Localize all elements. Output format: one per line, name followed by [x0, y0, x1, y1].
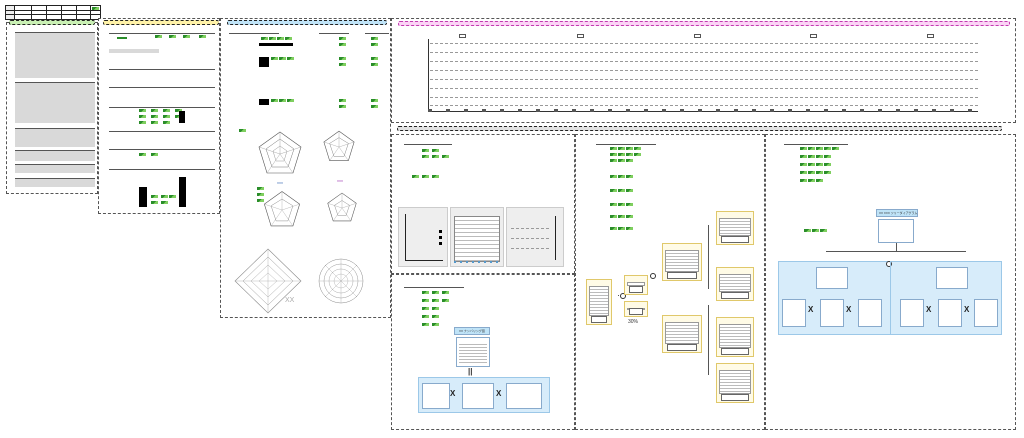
- panel-pink-timeline: [391, 18, 1016, 123]
- flow-title-2: XX XXX ツリーダイアグラム: [879, 211, 918, 215]
- flow-card-icon: [462, 383, 494, 409]
- cross-sign: X: [496, 389, 502, 398]
- tree-diagram-icon: [878, 219, 914, 243]
- flow-title-1: XX ナンバリング図: [459, 329, 485, 333]
- flow-card-icon: [816, 267, 848, 289]
- flow-card-icon: [858, 299, 882, 327]
- banner-blue: [227, 20, 387, 25]
- header-table: [5, 5, 101, 20]
- cross-sign: X: [964, 305, 970, 314]
- flow-card-icon: [716, 211, 754, 245]
- percent-label: 30%: [628, 319, 639, 325]
- flow-card-icon: [716, 317, 754, 357]
- flow-card-icon: [456, 337, 490, 367]
- flow-card-icon: [936, 267, 968, 289]
- cross-sign: X: [808, 305, 814, 314]
- radar-chart-icon: [323, 130, 355, 161]
- panel-green-list: [6, 20, 98, 194]
- flow-card-icon: [662, 315, 702, 353]
- flow-card-icon: [716, 363, 754, 403]
- panel-blue-radar: XXX XXX XX: [220, 18, 391, 318]
- banner-green: [9, 20, 95, 25]
- cross-sign: X: [450, 389, 456, 398]
- panel-numbering: XX ナンバリング図 || X X: [391, 274, 575, 430]
- radar-chart-icon: [234, 248, 302, 314]
- flow-card-icon: [662, 243, 702, 281]
- radar-chart-icon: [327, 192, 357, 222]
- radar-chart-icon: [318, 258, 364, 304]
- flow-card-icon: [624, 301, 648, 317]
- flow-card-icon: [716, 267, 754, 301]
- flow-card-icon: [782, 299, 806, 327]
- panel-yellow-progress: [98, 18, 220, 214]
- flow-card-icon: [422, 383, 450, 409]
- flow-card-icon: [506, 383, 542, 409]
- cross-sign: X: [846, 305, 852, 314]
- flow-card-icon: [974, 299, 998, 327]
- flow-card-icon: [586, 279, 612, 325]
- radar-caption-2: XXX: [337, 179, 344, 183]
- radar-caption-big: XX: [285, 297, 295, 304]
- equals-sign: ||: [468, 367, 473, 376]
- radar-caption-1: XXX: [277, 181, 284, 185]
- banner-gray: [397, 126, 1002, 131]
- cross-sign: X: [926, 305, 932, 314]
- panel-charts: [391, 134, 575, 274]
- flow-card-icon: [938, 299, 962, 327]
- panel-tree-diagram: XX XXX ツリーダイアグラム X X X X: [765, 134, 1016, 430]
- radar-chart-icon: [264, 191, 300, 227]
- radar-chart-icon: [258, 131, 302, 174]
- banner-pink: [398, 21, 1010, 26]
- flow-card-icon: [624, 275, 648, 295]
- flow-card-icon: [900, 299, 924, 327]
- panel-tree: 30%: [575, 134, 765, 430]
- flow-card-icon: [820, 299, 844, 327]
- banner-yellow: [103, 20, 219, 25]
